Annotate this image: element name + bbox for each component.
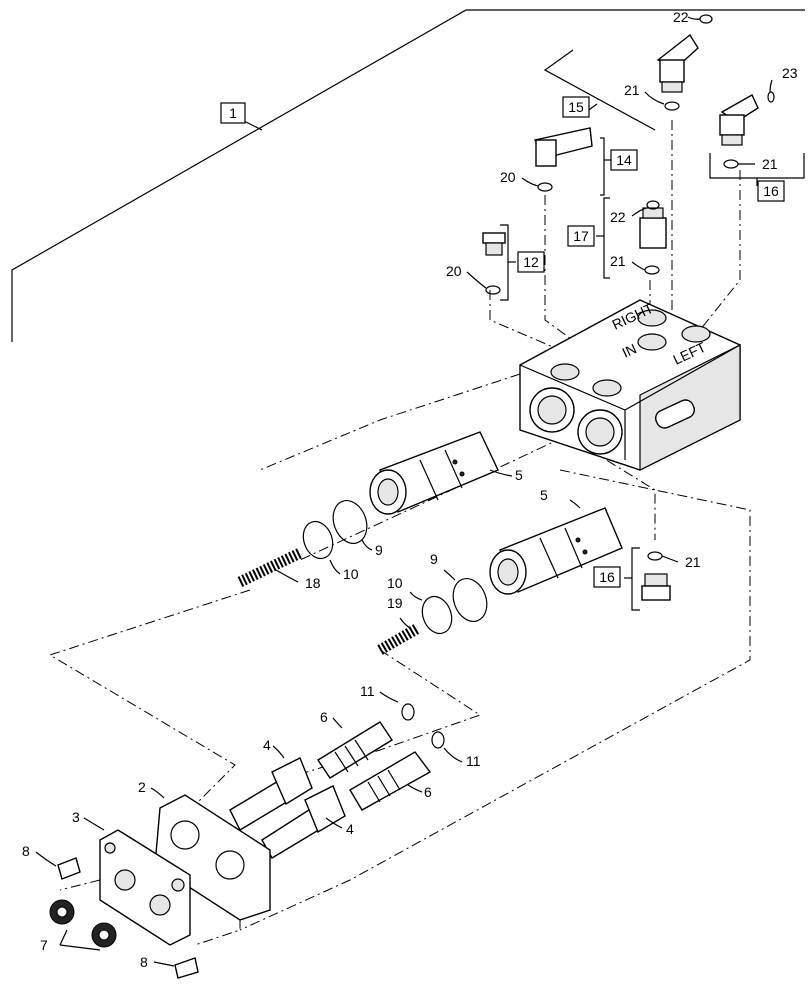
adapter-fitting-17 [639, 207, 667, 249]
spring-19 [377, 623, 421, 655]
callout-19: 19 [387, 595, 403, 611]
o-ring-22-mid [646, 200, 660, 210]
svg-text:16: 16 [599, 569, 615, 585]
seal-7-upper [49, 899, 75, 925]
bracket-17 [596, 197, 610, 279]
o-ring-22-top [699, 14, 713, 24]
plug-fitting-12 [482, 232, 506, 256]
callout-6-lower: 6 [424, 784, 432, 800]
elbow-fitting-15 [719, 94, 759, 146]
callout-21-b: 21 [762, 156, 778, 172]
svg-text:12: 12 [523, 254, 539, 270]
callout-11-lower: 11 [466, 753, 481, 769]
housing-marking-in: IN [620, 340, 639, 360]
callout-20-a: 20 [500, 169, 516, 185]
bracket-13 [600, 137, 612, 196]
o-ring-11-lower [431, 731, 445, 749]
callout-labels: 22 23 21 21 20 22 21 20 5 5 21 9 10 18 9… [22, 9, 798, 970]
callout-2: 2 [138, 779, 146, 795]
plug-fitting-16 [641, 573, 671, 601]
callout-23: 23 [782, 65, 798, 81]
callout-22-mid: 22 [610, 209, 626, 225]
o-ring-21-a [664, 101, 680, 111]
callout-8-lower: 8 [140, 954, 148, 970]
boxed-callout-12: 12 [517, 251, 545, 273]
o-ring-9-lower [452, 578, 488, 622]
callout-9-upper: 9 [375, 542, 383, 558]
seal-7-lower [91, 922, 117, 948]
callout-11-upper: 11 [360, 683, 375, 699]
svg-text:15: 15 [568, 99, 584, 115]
o-ring-20-a [537, 182, 553, 192]
callout-21-a: 21 [624, 82, 640, 98]
callout-5-lower: 5 [540, 487, 548, 503]
callout-10-lower: 10 [387, 575, 403, 591]
spool-upper [369, 431, 499, 515]
o-ring-21-d [647, 551, 663, 561]
o-ring-21-c [644, 265, 660, 275]
screw-8-lower [174, 957, 199, 979]
callout-4-lower: 4 [346, 821, 354, 837]
callout-22-top: 22 [673, 9, 689, 25]
bracket-15 [709, 153, 805, 186]
plug-4-lower [261, 785, 346, 859]
svg-text:1: 1 [229, 105, 237, 121]
callout-3: 3 [72, 809, 80, 825]
plug-4-upper [229, 757, 313, 831]
svg-text:14: 14 [616, 152, 632, 168]
callout-leaders [35, 16, 773, 967]
boxed-callout-1: 1 [220, 102, 246, 124]
o-ring-10-lower [421, 595, 453, 635]
callout-21-c: 21 [610, 253, 626, 269]
spool-lower [489, 507, 623, 595]
bracket-12 [500, 224, 516, 301]
callout-10-upper: 10 [343, 566, 359, 582]
callout-20-b: 20 [446, 263, 462, 279]
bracket-16 [624, 547, 640, 611]
elbow-fitting-14 [656, 33, 699, 93]
callout-7: 7 [40, 937, 48, 953]
svg-text:16: 16 [763, 183, 779, 199]
cartridge-6-lower [349, 751, 432, 811]
boxed-callout-15: 16 [757, 180, 785, 202]
callout-6-upper: 6 [320, 709, 328, 725]
callout-9-lower: 9 [430, 551, 438, 567]
o-ring-20-b [485, 285, 501, 295]
boxed-callout-14: 15 [562, 96, 590, 118]
boxed-callout-16: 16 [593, 566, 621, 588]
boxed-callout-17: 17 [567, 225, 595, 247]
valve-housing: RIGHT IN LEFT [519, 299, 741, 471]
screw-8-upper [57, 857, 81, 880]
cartridge-6-upper [317, 721, 393, 779]
svg-text:17: 17 [573, 228, 589, 244]
boxed-callout-13: 14 [610, 149, 638, 171]
o-ring-10-upper [302, 520, 334, 560]
callout-21-d: 21 [685, 554, 701, 570]
callout-8-upper: 8 [22, 843, 30, 859]
o-ring-9-upper [332, 500, 368, 544]
cover-plate-3 [99, 829, 191, 946]
callout-4-upper: 4 [263, 737, 271, 753]
o-ring-21-b [723, 159, 739, 169]
callout-5-upper: 5 [515, 467, 523, 483]
o-ring-23 [767, 91, 775, 103]
callout-18: 18 [305, 575, 321, 591]
spring-18 [237, 548, 303, 587]
elbow-fitting-13 [533, 127, 593, 167]
o-ring-11-upper [401, 703, 415, 721]
